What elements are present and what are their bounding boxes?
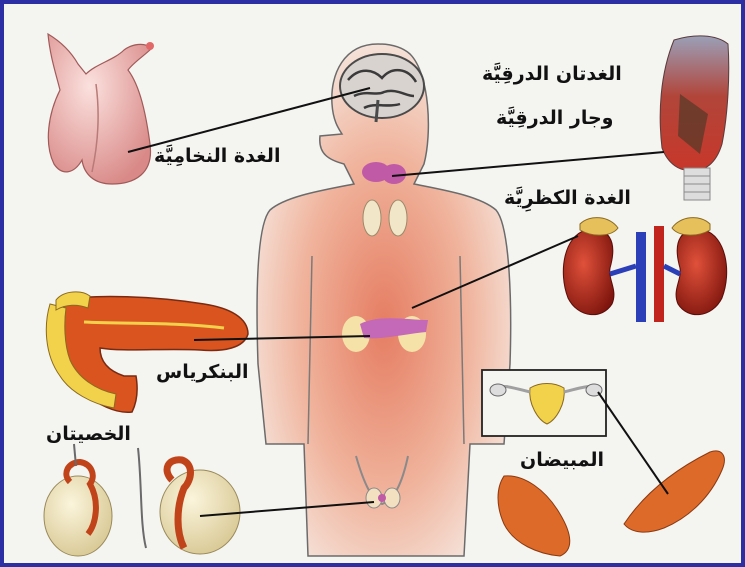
uterus-box-icon	[482, 370, 606, 436]
diagram-frame: الغدة النخامِيَّة الغدتان الدرقِيَّة وجا…	[4, 4, 741, 563]
pancreas-icon	[46, 292, 248, 412]
ovaries-label: المبيضان	[520, 450, 604, 472]
thyroid-label-line1: الغدتان الدرقِيَّة	[482, 64, 622, 86]
pancreas-label: البنكرياس	[156, 362, 249, 384]
testes-label: الخصيتان	[46, 424, 131, 446]
adrenal-kidney-icon	[563, 218, 726, 322]
endocrine-diagram	[4, 4, 741, 563]
thyroid-gland-icon	[660, 36, 729, 200]
testes-icon	[44, 444, 240, 556]
pituitary-label: الغدة النخامِيَّة	[154, 146, 280, 168]
thyroid-label-line2: وجار الدرقِيَّة	[496, 108, 613, 130]
pituitary-gland-icon	[48, 34, 154, 184]
adrenal-label: الغدة الكظرِيَّة	[504, 188, 631, 210]
human-body-silhouette	[257, 44, 511, 556]
